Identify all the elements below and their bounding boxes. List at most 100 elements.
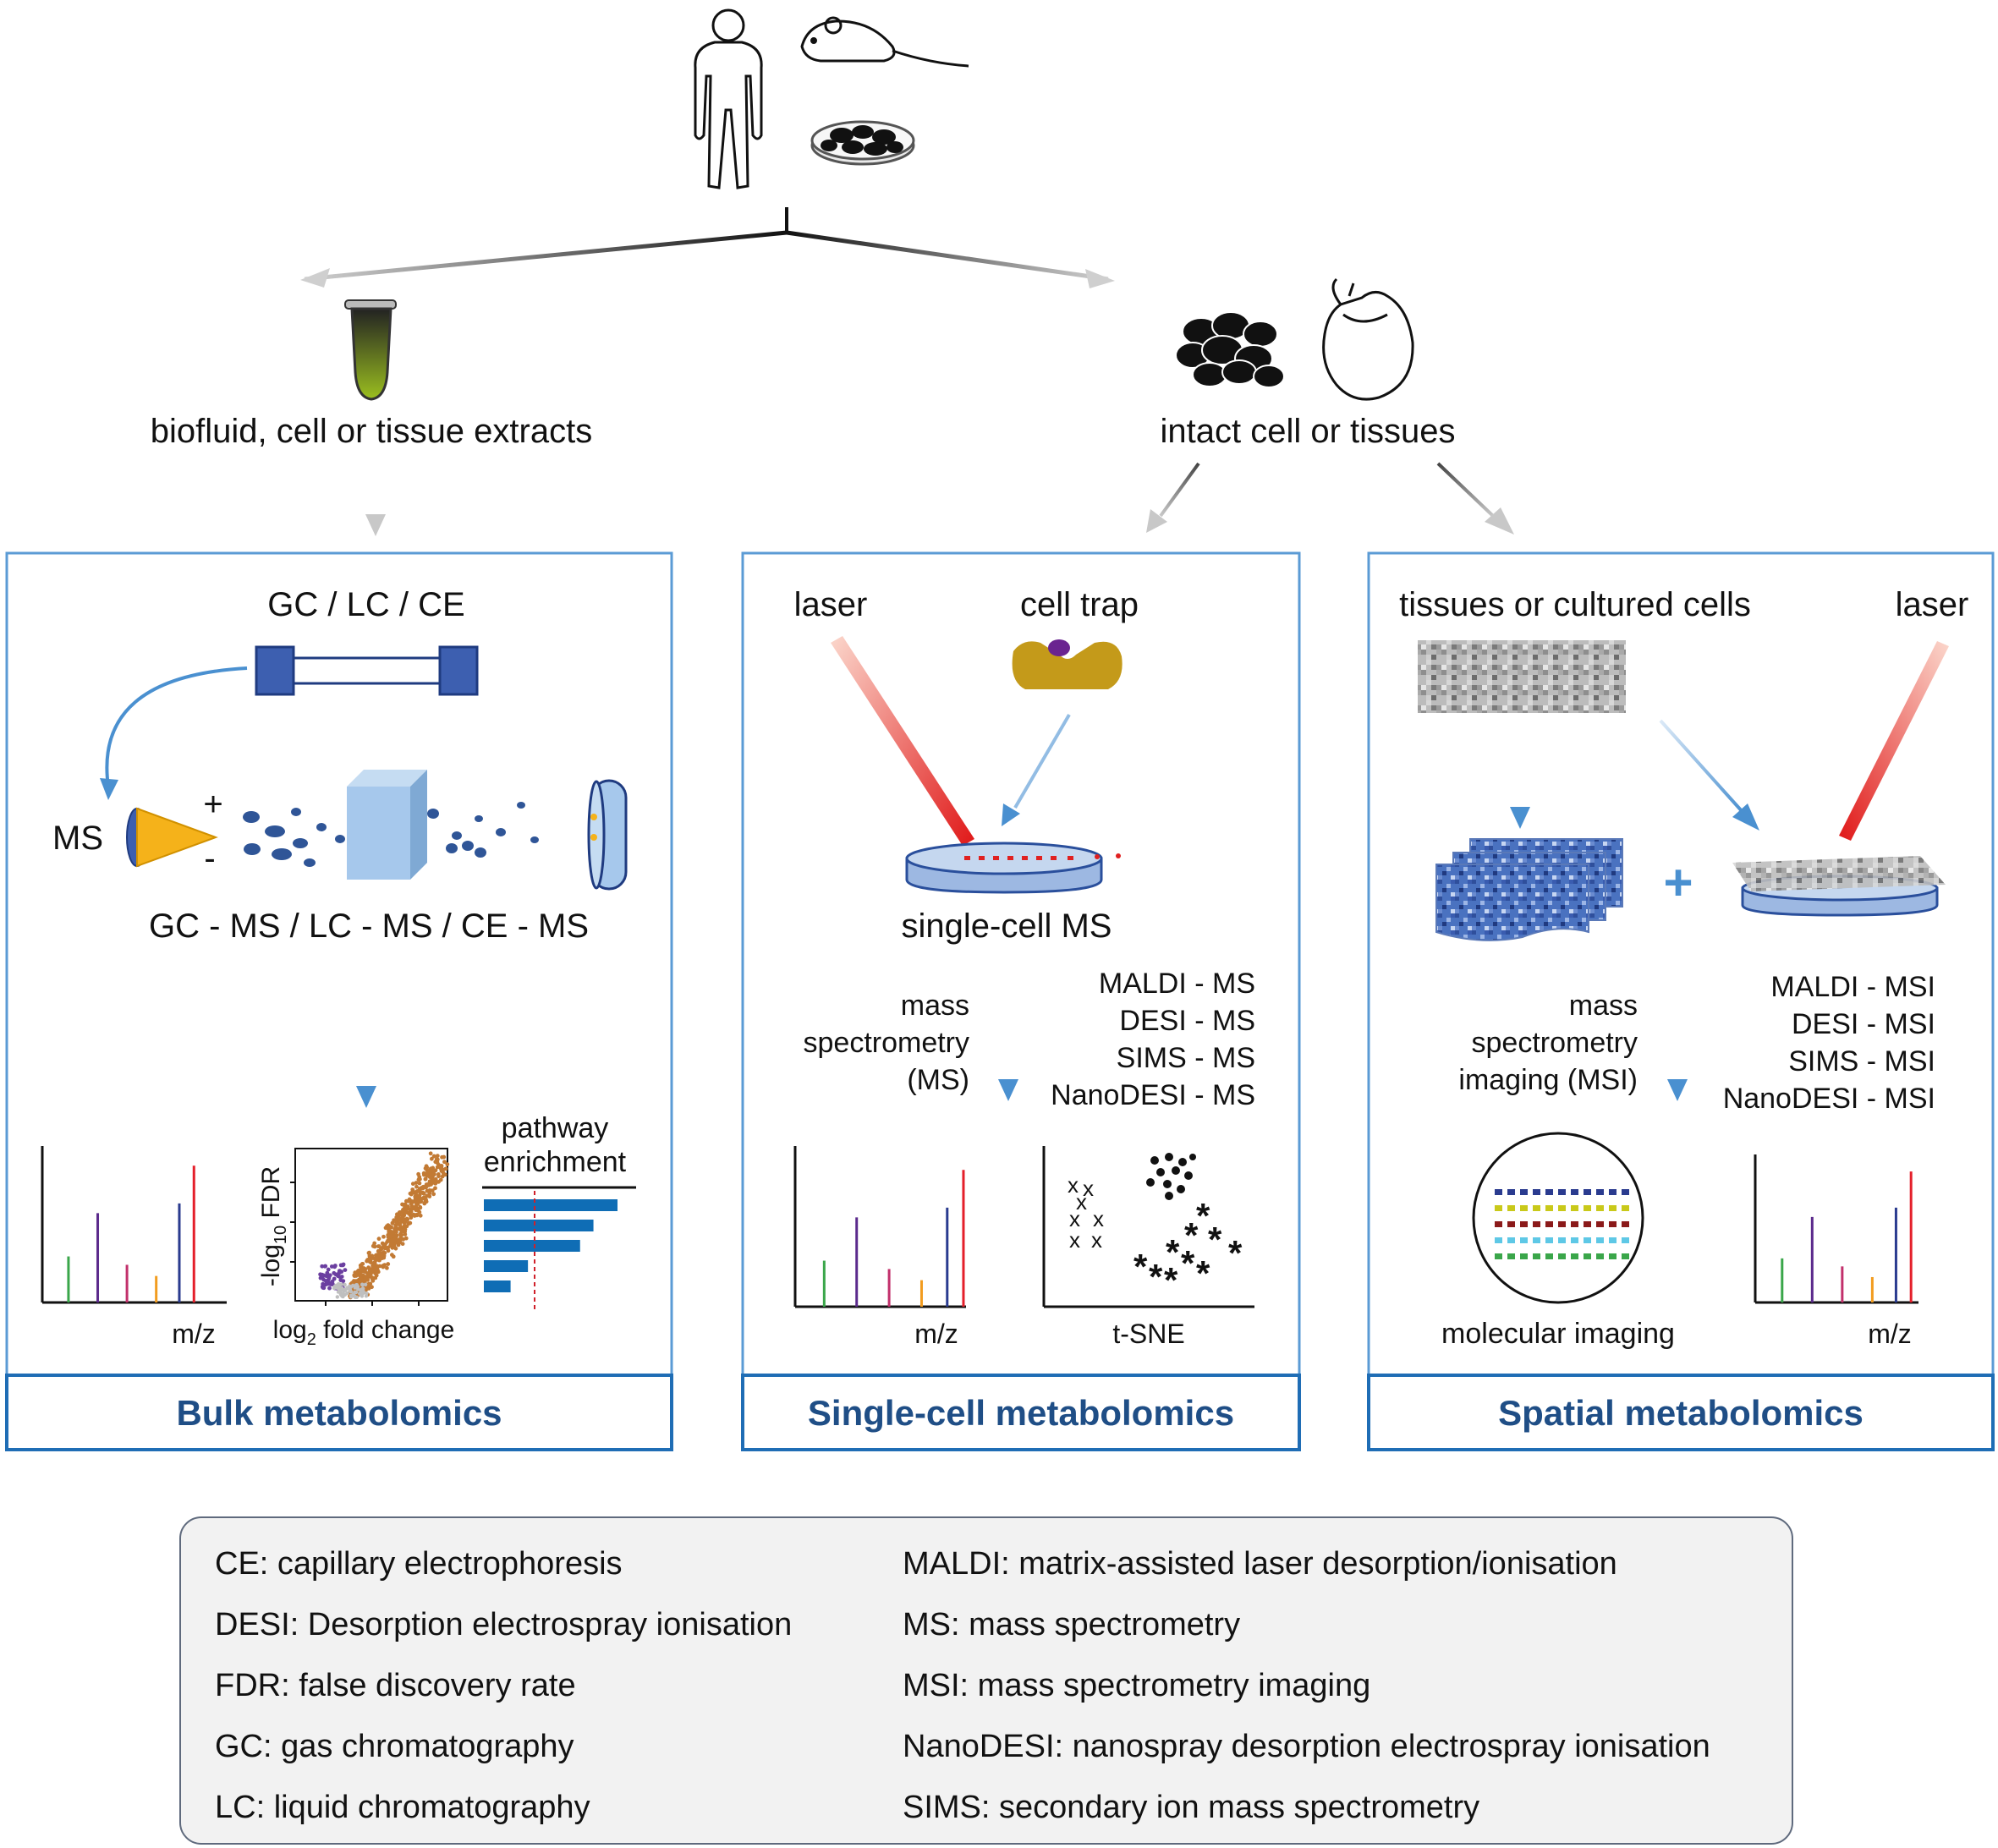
volcano-point-up	[426, 1183, 431, 1187]
volcano-point-up	[371, 1243, 376, 1248]
svg-text:*: *	[1196, 1196, 1210, 1236]
volcano-point-down	[323, 1264, 328, 1269]
volcano-point-up	[398, 1231, 403, 1237]
volcano-point-up	[418, 1176, 422, 1182]
molecular-image-pixel	[1507, 1253, 1515, 1259]
single-cell-ms-label: single-cell MS	[902, 908, 1112, 945]
cell-cluster-icon	[1175, 311, 1285, 388]
molecular-image-pixel	[1495, 1205, 1502, 1211]
sample-tube-icon	[344, 299, 397, 401]
detector-icon	[587, 779, 628, 891]
volcano-point-down	[321, 1286, 326, 1290]
svg-text:x: x	[1069, 1227, 1080, 1253]
svg-text:*: *	[1149, 1257, 1163, 1297]
volcano-point-up	[422, 1201, 427, 1206]
volcano-point-up	[376, 1237, 381, 1242]
volcano-point-up	[386, 1262, 391, 1266]
molecular-image-pixel	[1495, 1237, 1502, 1243]
molecular-image-pixel	[1571, 1221, 1578, 1227]
volcano-point-up	[416, 1171, 421, 1176]
volcano-point-up	[403, 1202, 408, 1207]
molecular-image-pixel	[1558, 1221, 1566, 1227]
molecular-image-pixel	[1584, 1189, 1591, 1195]
volcano-point-down	[327, 1273, 332, 1278]
volcano-point-up	[402, 1223, 407, 1228]
glossary-entry-maldi: MALDI: matrix-assisted laser desorption/…	[903, 1546, 1617, 1582]
volcano-point-up	[402, 1220, 407, 1226]
volcano-point-up	[428, 1151, 433, 1156]
svg-text:*: *	[1208, 1220, 1222, 1259]
volcano-point-up	[376, 1244, 381, 1249]
pathway-bar	[484, 1199, 618, 1211]
volcano-point-up	[410, 1182, 415, 1187]
tsne-cluster-dots	[1146, 1153, 1196, 1200]
volcano-point-up	[414, 1181, 419, 1185]
svg-text:x: x	[1068, 1172, 1079, 1198]
molecular-image-pixel	[1545, 1253, 1553, 1259]
volcano-point-up	[398, 1216, 403, 1221]
volcano-point-up	[435, 1154, 440, 1158]
volcano-point-up	[436, 1171, 441, 1176]
single-cell-platform	[905, 842, 1121, 894]
sp-technique-nanodesi: NanoDESI - MSI	[1723, 1083, 1935, 1115]
tissue-diag-arrowhead	[1732, 803, 1759, 831]
sc-down-arrowhead	[998, 1079, 1018, 1101]
glossary-entry-fdr: FDR: false discovery rate	[215, 1668, 576, 1703]
heart-organ-icon	[1322, 277, 1414, 401]
svg-text:x: x	[1076, 1189, 1087, 1215]
pathway-bars	[484, 1199, 618, 1292]
volcano-point-up	[418, 1191, 423, 1195]
volcano-point-down	[332, 1276, 337, 1281]
molecular-image-pixel	[1520, 1253, 1528, 1259]
molecular-image-pixel	[1545, 1221, 1553, 1227]
tissue-down-arrowhead	[1510, 807, 1530, 829]
volcano-point-up	[436, 1179, 441, 1184]
spatial-title-box	[1367, 1374, 1995, 1451]
volcano-point-ns	[349, 1285, 354, 1289]
volcano-point-up	[442, 1160, 447, 1165]
pathway-bar	[484, 1240, 580, 1252]
volcano-point-up	[418, 1204, 423, 1209]
ion-cloud-right	[427, 802, 539, 858]
svg-text:*: *	[1166, 1232, 1180, 1272]
pathway-enrichment-plot	[482, 1186, 636, 1309]
column-to-ms-arrow	[105, 666, 248, 787]
volcano-point-up	[404, 1198, 409, 1204]
volcano-point-down	[327, 1286, 332, 1291]
volcano-point-up	[360, 1278, 365, 1282]
tissue-diag-arrow	[1659, 719, 1744, 814]
sc-technique-maldi: MALDI - MS	[1099, 968, 1255, 1000]
column-to-ms-arrowhead	[100, 778, 118, 800]
volcano-point-down	[341, 1279, 346, 1284]
molecular-image-pixel	[1584, 1253, 1591, 1259]
tissue-label: tissues or cultured cells	[1399, 586, 1751, 623]
volcano-point-up	[433, 1176, 438, 1182]
molecular-image-pixel	[1533, 1189, 1540, 1195]
molecular-image-pixel	[1545, 1205, 1553, 1211]
molecular-image-icon	[1472, 1132, 1644, 1304]
molecular-image-pixel	[1507, 1221, 1515, 1227]
molecular-image-pixel	[1545, 1189, 1553, 1195]
volcano-point-up	[357, 1273, 362, 1278]
volcano-point-down	[323, 1279, 328, 1283]
molecular-image-pixel	[1520, 1221, 1528, 1227]
volcano-point-up	[417, 1209, 422, 1215]
volcano-point-ns	[337, 1282, 342, 1286]
volcano-point-down	[339, 1275, 344, 1279]
volcano-point-down	[320, 1275, 325, 1280]
bulk-panel-frame	[5, 551, 673, 1451]
molecular-image-pixel	[1584, 1205, 1591, 1211]
svg-text:*: *	[1196, 1253, 1210, 1293]
volcano-point-up	[365, 1259, 370, 1264]
sp-technique-sims: SIMS - MSI	[1788, 1045, 1935, 1078]
spatial-title: Spatial metabolomics	[1498, 1393, 1864, 1433]
molecular-image-pixel	[1584, 1237, 1591, 1243]
sc-method-line3: (MS)	[907, 1064, 969, 1096]
bulk-title: Bulk metabolomics	[176, 1393, 502, 1433]
volcano-point-up	[428, 1168, 433, 1172]
volcano-point-up	[442, 1154, 447, 1160]
volcano-point-up	[431, 1171, 436, 1176]
volcano-point-up	[392, 1237, 398, 1242]
volcano-point-up	[408, 1213, 413, 1217]
molecular-image-pixel	[1596, 1189, 1604, 1195]
